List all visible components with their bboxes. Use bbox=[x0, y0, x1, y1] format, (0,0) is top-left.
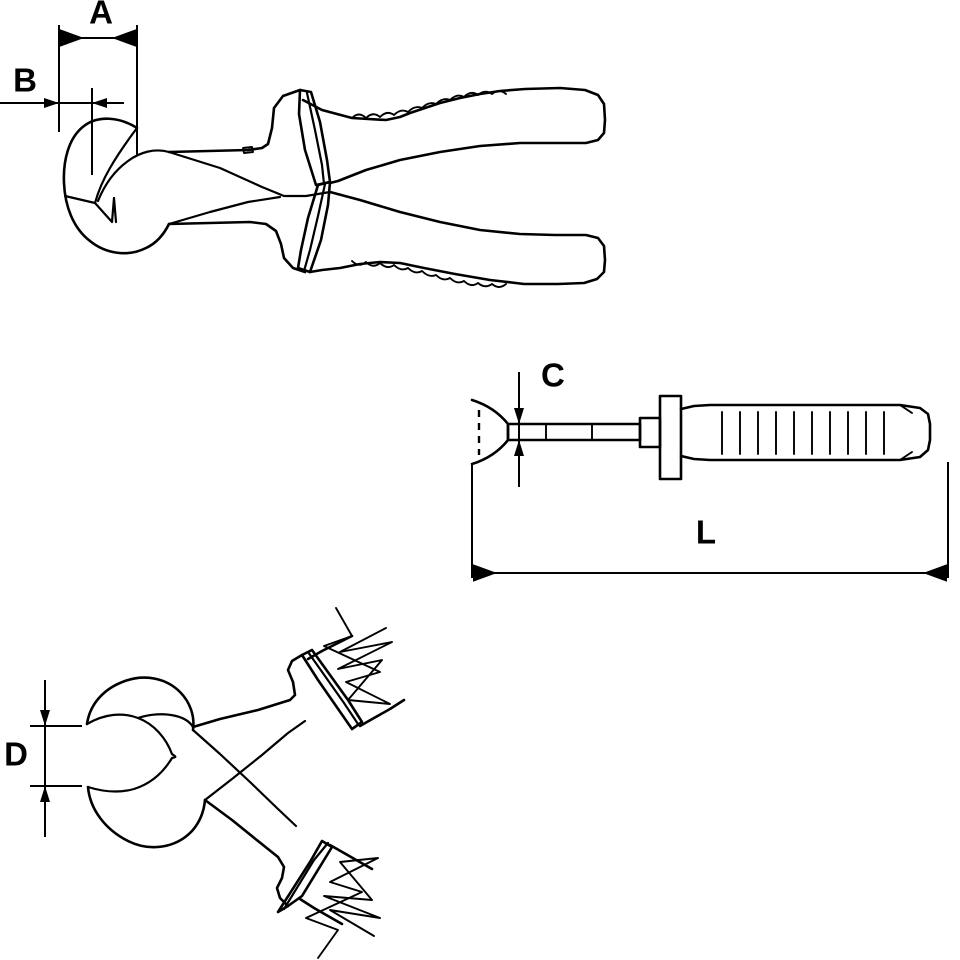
dimension-b-arrow-left bbox=[44, 98, 59, 108]
dimension-b-arrow-right bbox=[92, 98, 107, 108]
top-view-jaw-head bbox=[62, 117, 171, 255]
bottom-view-jaw-throat bbox=[170, 752, 177, 760]
middle-view-group bbox=[470, 394, 932, 481]
bottom-view-jaw-outer bbox=[85, 676, 195, 732]
dimension-c-label: C bbox=[541, 357, 565, 394]
dimension-d-group: D bbox=[4, 680, 82, 837]
middle-view-grip-grooves bbox=[721, 411, 885, 455]
top-view-group bbox=[62, 86, 607, 288]
dimension-c-arrow-bottom bbox=[514, 440, 524, 456]
bottom-view-upper-guard-inner-line bbox=[306, 650, 360, 726]
bottom-view-lower-limb-upper-edge bbox=[191, 728, 298, 828]
dimension-c-arrow-top bbox=[514, 408, 524, 424]
middle-view-handle-taper-line-top bbox=[899, 404, 913, 414]
middle-view-handle-taper-line-bottom bbox=[899, 451, 913, 461]
top-view-upper-limb-top-edge bbox=[167, 88, 302, 154]
bottom-view-lower-guard-inner-line bbox=[282, 841, 330, 911]
dimension-d-arrow-top bbox=[40, 710, 50, 726]
top-view-lower-guard-inner-line bbox=[302, 182, 327, 273]
top-view-lower-guard-flange bbox=[296, 180, 332, 274]
bottom-view-cutting-edge-lower bbox=[86, 756, 174, 793]
dimension-b-group: B bbox=[0, 62, 124, 175]
bottom-view-jaw-outer-lower bbox=[86, 785, 207, 849]
bottom-view-upper-limb-lower-edge bbox=[203, 719, 307, 802]
top-view-lower-grip-texture bbox=[351, 260, 507, 288]
top-view-jaw-lower-flank bbox=[112, 196, 118, 224]
middle-view-guard-flange bbox=[658, 394, 683, 481]
top-view-limb-notch bbox=[242, 146, 254, 154]
dimension-c-group: C bbox=[514, 357, 565, 487]
dimension-l-label: L bbox=[696, 514, 716, 551]
top-view-upper-grip-texture bbox=[351, 90, 507, 119]
middle-view-handle-body bbox=[679, 403, 932, 462]
top-view-lower-limb-bottom-edge bbox=[167, 220, 307, 274]
dimension-d-label: D bbox=[4, 736, 28, 773]
bottom-view-upper-limb-edge bbox=[191, 653, 304, 729]
top-view-bevel-facet bbox=[63, 194, 116, 224]
top-view-pivot-joint-lower bbox=[167, 195, 282, 226]
top-view-upper-handle-outer bbox=[301, 86, 607, 185]
dimension-a-label: A bbox=[89, 0, 113, 31]
bottom-view-upper-guard-flange bbox=[300, 648, 364, 731]
top-view-upper-guard-inner-line bbox=[305, 91, 326, 186]
bottom-view-lower-break-line bbox=[305, 857, 381, 959]
bottom-view-blade-face-upper bbox=[136, 713, 195, 729]
dimension-a-group: A bbox=[58, 0, 138, 155]
dimension-l-group: L bbox=[471, 462, 949, 582]
top-view-cutting-edge-upper bbox=[93, 126, 139, 205]
bottom-view-upper-break-line bbox=[323, 607, 393, 705]
bottom-view-upper-handle-stub-lower bbox=[358, 698, 406, 728]
top-view-pivot-joint bbox=[167, 150, 332, 198]
bottom-view-group bbox=[85, 607, 406, 959]
dimension-d-arrow-bottom bbox=[40, 786, 50, 802]
bottom-view-lower-limb-edge bbox=[203, 798, 290, 908]
top-view-blade-contour bbox=[96, 149, 171, 203]
bottom-view-lower-guard-flange bbox=[276, 839, 334, 914]
dimension-b-label: B bbox=[13, 62, 37, 99]
top-view-lower-handle-outer bbox=[308, 190, 607, 286]
